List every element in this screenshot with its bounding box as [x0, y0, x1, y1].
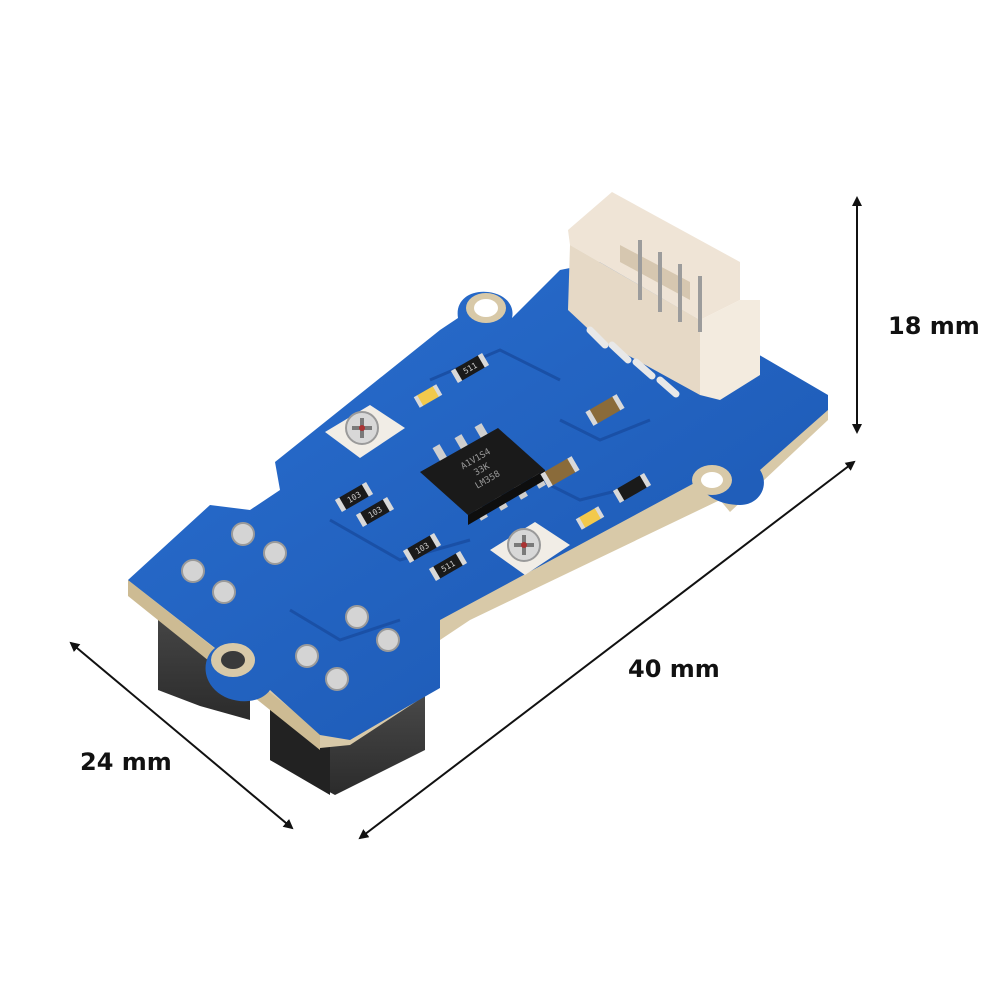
length-arrow	[358, 460, 856, 840]
width-arrow	[69, 641, 294, 830]
mounting-hole-top	[466, 293, 506, 323]
mounting-hole-left	[211, 643, 255, 677]
connector-solder-pads	[586, 326, 680, 398]
width-dimension-label: 24 mm	[80, 748, 172, 776]
mounting-hole-right	[692, 465, 732, 495]
capacitor-1	[585, 394, 625, 426]
height-dimension-label: 18 mm	[888, 312, 980, 340]
resistor-1: 511	[450, 352, 490, 384]
potentiometer-top	[325, 405, 405, 458]
length-dimension-label: 40 mm	[628, 655, 720, 683]
grove-connector	[568, 192, 760, 400]
dimension-arrows	[69, 196, 862, 840]
led-1	[413, 384, 443, 408]
